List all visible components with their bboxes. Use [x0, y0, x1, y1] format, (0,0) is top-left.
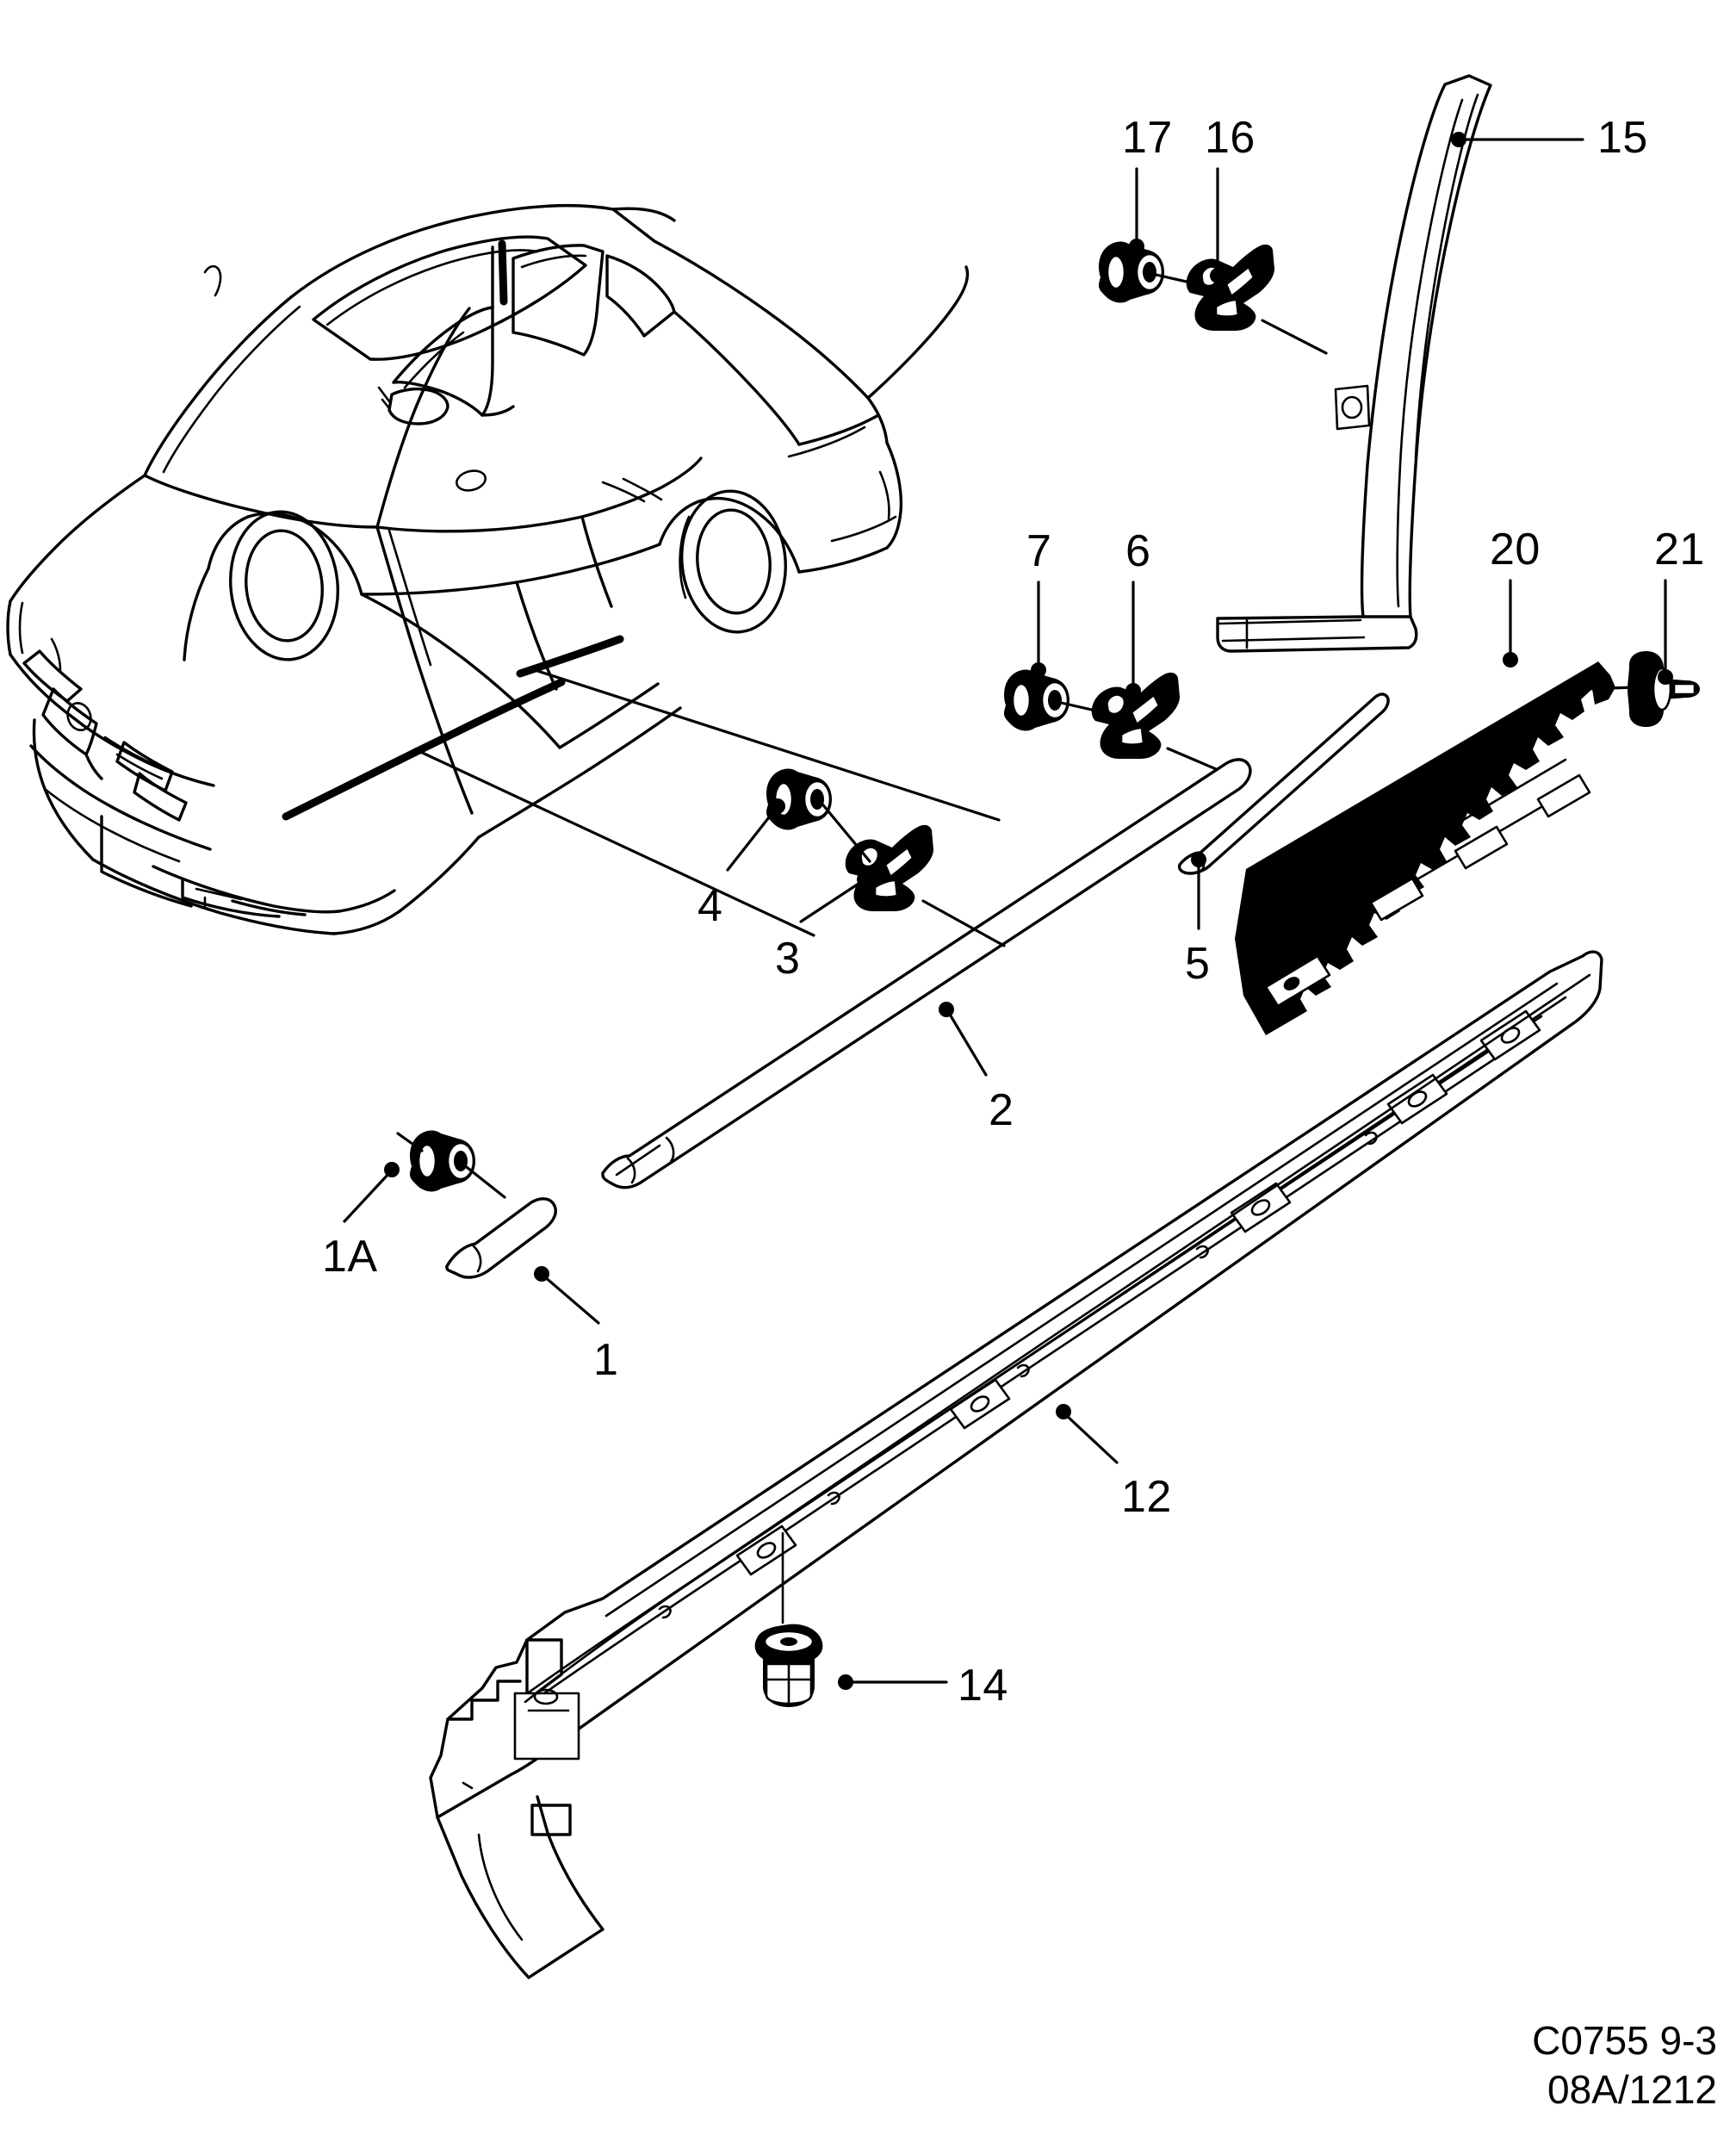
footer-line-2: 08A/1212 — [1547, 2066, 1717, 2112]
callout-7: 7 — [1026, 526, 1052, 576]
part-14-grommet-plug — [754, 1624, 823, 1707]
part-15-b-pillar-trim — [1216, 74, 1492, 653]
part-2-side-moulding — [601, 758, 1252, 1189]
callout-1a: 1A — [322, 1232, 378, 1282]
part-16-moulding-clip — [1186, 244, 1328, 355]
part-6-moulding-clip — [1091, 672, 1240, 780]
car-illustration — [6, 203, 970, 935]
callout-20: 20 — [1490, 525, 1541, 574]
part-17-clip-grommet — [1099, 241, 1207, 303]
part-1-end-cap — [445, 1197, 557, 1279]
callout-17: 17 — [1122, 113, 1173, 163]
callout-6: 6 — [1125, 526, 1151, 576]
callout-14: 14 — [958, 1661, 1008, 1711]
callout-2: 2 — [989, 1085, 1014, 1135]
part-20-clip-rail — [1235, 661, 1638, 1035]
part-3-moulding-clip — [845, 824, 1006, 947]
callout-1: 1 — [593, 1335, 619, 1385]
callout-5: 5 — [1185, 939, 1211, 989]
footer-reference: C0755 9-3 08A/1212 — [1532, 2016, 1717, 2114]
callout-4: 4 — [698, 881, 723, 931]
callout-16: 16 — [1205, 113, 1256, 163]
part-12-sill-panel — [429, 950, 1603, 1979]
part-1a-clip-grommet — [396, 1130, 506, 1199]
car-to-part-leaders — [413, 667, 1001, 937]
callout-leaders — [343, 132, 1673, 1690]
callout-15: 15 — [1597, 113, 1648, 163]
part-4-clip-grommet — [766, 768, 871, 863]
footer-line-1: C0755 9-3 — [1532, 2017, 1717, 2063]
part-21-rivet-screw — [1628, 651, 1700, 727]
callout-12: 12 — [1121, 1472, 1172, 1522]
callout-21: 21 — [1654, 525, 1705, 574]
part-7-clip-grommet — [1004, 669, 1113, 731]
callout-3: 3 — [775, 934, 801, 984]
